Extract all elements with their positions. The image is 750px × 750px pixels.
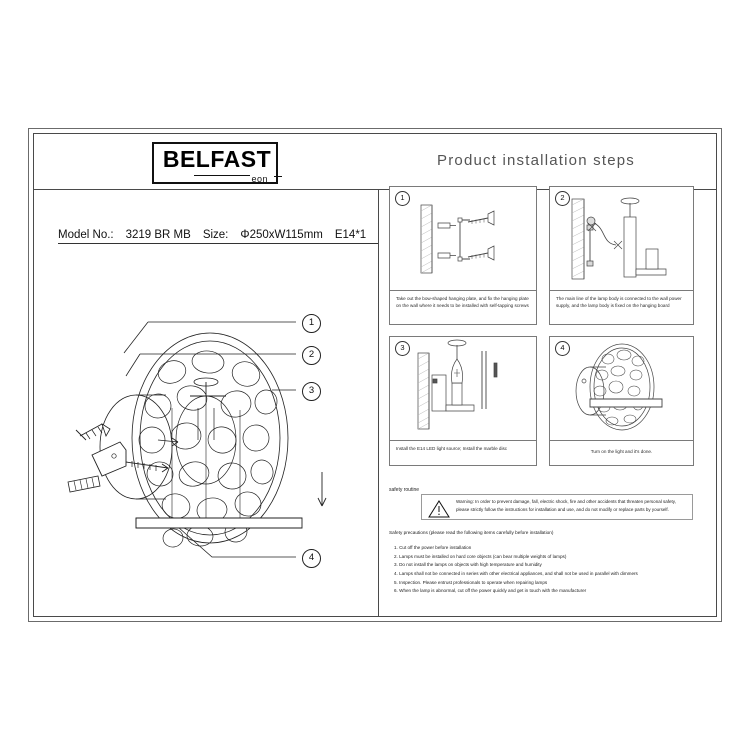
step-2-illustration (571, 197, 667, 280)
warning-text: Warning: In order to prevent damage, fal… (456, 499, 676, 512)
step-badge-2: 2 (555, 191, 570, 206)
callout-4: 4 (302, 549, 321, 568)
model-info: Model No.: 3219 BR MB Size: Φ250xW115mm E14*… (58, 229, 379, 244)
step-card-4: 4 (549, 336, 694, 441)
step-3-illustration (417, 339, 498, 430)
step-badge-1: 1 (395, 191, 410, 206)
step-caption-2: The main line of the lamp body is connec… (549, 291, 694, 325)
step-caption-3: Install the E14 LED light source; Instal… (389, 441, 537, 466)
marble-disc-step4 (589, 343, 655, 431)
step-card-3: 3 (389, 336, 537, 441)
header-band: BELFAST eon (34, 134, 716, 190)
brand-name: BELFAST (162, 146, 272, 172)
callout-2: 2 (302, 346, 321, 365)
step-badge-3: 3 (395, 341, 410, 356)
lamp-spec: E14*1 (334, 229, 367, 241)
marble-disc (131, 332, 289, 544)
size-label: Size: (202, 229, 229, 241)
precaution-item: 5. Inspection. Please entrust profession… (394, 579, 548, 585)
product-exploded-drawing: 1 2 3 4 (40, 290, 370, 580)
step-1-illustration (420, 204, 495, 274)
column-divider (378, 190, 379, 617)
precaution-item: 3. Do not install the lamps on objects w… (394, 562, 542, 568)
exploded-view-svg (67, 321, 327, 558)
brand-logo: BELFAST eon (152, 142, 282, 184)
logo-tick (274, 176, 282, 177)
step-card-2: 2 (549, 186, 694, 291)
callout-3: 3 (302, 382, 321, 401)
step-caption-4: Turn on the light and it's done. (549, 441, 694, 466)
precaution-item: 4. Lamps shall not be connected in serie… (394, 570, 638, 576)
logo-rule (194, 175, 250, 176)
model-label: Model No.: (58, 229, 114, 241)
step-caption-1: Take out the bow-shaped hanging plate, a… (389, 291, 537, 325)
warning-box: Warning: In order to prevent damage, fal… (421, 494, 693, 520)
precautions-heading: Safety precautions (please read the foll… (389, 530, 554, 535)
brand-subtitle: eon (251, 174, 268, 184)
model-value: 3219 BR MB (125, 229, 191, 241)
callout-1: 1 (302, 314, 321, 333)
safety-routine-label: safety routine (389, 487, 420, 493)
precautions-list: 1. Cut off the power before installation… (394, 545, 694, 597)
precaution-item: 1. Cut off the power before installation (394, 545, 472, 550)
precaution-item: 6. When the lamp is abnormal, cut off th… (394, 588, 587, 594)
step-card-1: 1 (389, 186, 537, 291)
warning-triangle-icon (428, 500, 450, 518)
size-value: Φ250xW115mm (240, 229, 323, 241)
sheet-inner-border (33, 133, 717, 617)
step-4-illustration (575, 343, 663, 431)
steps-panel-title: Product installation steps (437, 152, 635, 169)
sheet-outer-border (28, 128, 722, 622)
step-badge-4: 4 (555, 341, 570, 356)
precaution-item: 2. Lamps must be installed on hard core … (394, 553, 567, 559)
